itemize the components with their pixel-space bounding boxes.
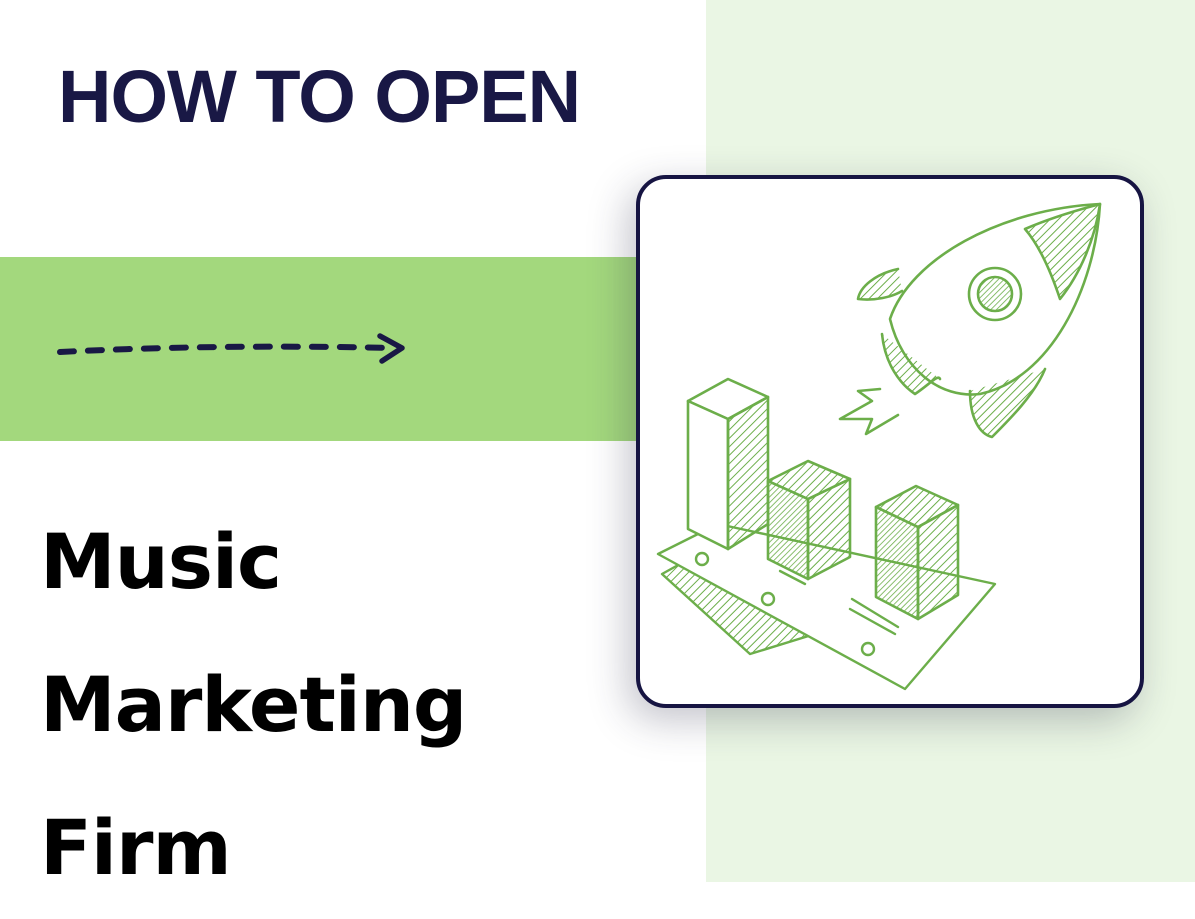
growth-illustration bbox=[656, 202, 1102, 691]
banknote-icon bbox=[656, 522, 997, 691]
business-name: Music Marketing Firm bbox=[40, 490, 467, 919]
green-accent-band bbox=[0, 257, 660, 441]
subtitle-line-music: Music bbox=[40, 517, 282, 606]
page-title: HOW TO OPEN bbox=[58, 55, 581, 138]
illustration-card bbox=[636, 175, 1144, 708]
subtitle-line-firm: Firm bbox=[40, 803, 232, 892]
dashed-arrow-icon bbox=[57, 333, 405, 364]
subtitle-line-marketing: Marketing bbox=[40, 660, 467, 749]
bar-chart-icon bbox=[686, 377, 960, 621]
rocket-icon bbox=[838, 202, 1102, 439]
